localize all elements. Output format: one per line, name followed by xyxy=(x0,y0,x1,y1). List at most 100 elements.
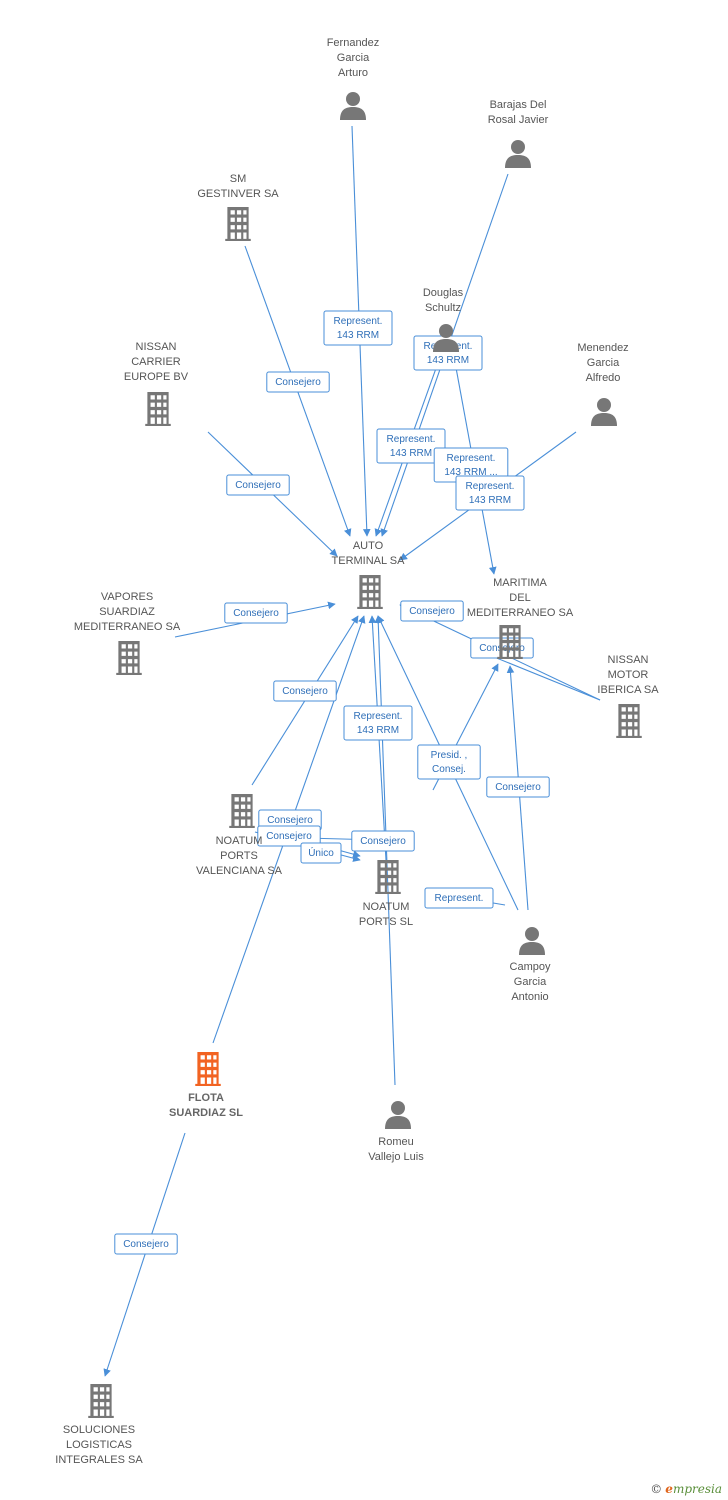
edge-label-box xyxy=(266,371,330,393)
edge-label[interactable]: Consejero xyxy=(226,474,290,496)
node-nissan-carrier[interactable]: NISSAN CARRIER EUROPE BV xyxy=(124,341,189,426)
edge-label-box xyxy=(224,602,288,624)
edge-label-box xyxy=(376,428,446,464)
edge-label[interactable]: Consejero xyxy=(257,825,321,847)
edge-label[interactable]: Represent. 143 RRM xyxy=(376,428,446,464)
edge-label[interactable]: Presid. ,Consej. xyxy=(417,744,481,780)
node-label: MEDITERRANEO SA xyxy=(74,621,181,633)
building-icon xyxy=(195,1052,221,1086)
brand-name: mpresia xyxy=(672,1482,722,1496)
edge-label-text: 143 RRM xyxy=(337,330,379,341)
node-label: NOATUM xyxy=(216,835,263,847)
node-label: Rosal Javier xyxy=(488,114,549,126)
edge-label-text: 143 RRM xyxy=(469,495,511,506)
edge-label-box xyxy=(343,705,413,741)
node-label: EUROPE BV xyxy=(124,371,189,383)
node-label: Barajas Del xyxy=(490,99,547,111)
edge-label-text: Consejero xyxy=(267,815,313,826)
person-icon xyxy=(340,92,366,120)
edge-label-box xyxy=(323,310,393,346)
node-noatum-sl[interactable]: NOATUM PORTS SL xyxy=(359,860,413,928)
edge-label-box xyxy=(424,887,494,909)
node-label: CARRIER xyxy=(131,356,181,368)
node-label: PORTS SL xyxy=(359,916,413,928)
edge-label[interactable]: Consejero xyxy=(400,600,464,622)
building-icon xyxy=(357,575,383,609)
node-auto-terminal[interactable]: AUTO TERMINAL SA xyxy=(332,540,406,609)
node-label: SUARDIAZ xyxy=(99,606,155,618)
edge-label-text: 143 RRM xyxy=(390,448,432,459)
edge-label[interactable]: Represent. xyxy=(424,887,494,909)
edge-label[interactable]: Represent.143 RRM xyxy=(343,705,413,741)
node-label: Douglas xyxy=(423,287,464,299)
edge-labels-layer: Represent.143 RRMConsejeroRepresent.143 … xyxy=(114,310,550,1255)
node-label: AUTO xyxy=(353,540,384,552)
node-label: MEDITERRANEO SA xyxy=(467,607,574,619)
node-label: VAPORES xyxy=(101,591,153,603)
building-icon xyxy=(225,207,251,241)
node-label: NISSAN xyxy=(136,341,177,353)
edge-label-box xyxy=(400,600,464,622)
edge-label-text: Represent. xyxy=(354,711,403,722)
edge-label-text: Consejero xyxy=(495,782,541,793)
edge-label-text: Consej. xyxy=(432,764,466,775)
node-label: Garcia xyxy=(587,357,620,369)
edge-label-box xyxy=(114,1233,178,1255)
edge-label[interactable]: Consejero xyxy=(224,602,288,624)
building-icon xyxy=(229,794,255,828)
node-label: LOGISTICAS xyxy=(66,1439,132,1451)
node-label: FLOTA xyxy=(188,1092,224,1104)
edge-label-text: Consejero xyxy=(235,480,281,491)
edge-label-text: Represent. xyxy=(387,434,436,445)
node-label: Alfredo xyxy=(586,372,621,384)
edge-label-text: Represent. xyxy=(435,893,484,904)
edge-label-text: Consejero xyxy=(275,377,321,388)
edge-label-box xyxy=(226,474,290,496)
node-vapores[interactable]: VAPORES SUARDIAZ MEDITERRANEO SA xyxy=(74,591,181,675)
node-label: Romeu xyxy=(378,1136,413,1148)
edge-label-text: Único xyxy=(308,846,334,859)
edge-label-box xyxy=(300,842,342,864)
node-label: MOTOR xyxy=(608,669,649,681)
edge-label[interactable]: Represent. 143 RRM xyxy=(455,475,525,511)
node-label: VALENCIANA SA xyxy=(196,865,283,877)
edge-label[interactable]: Represent.143 RRM xyxy=(323,310,393,346)
edge-label-text: Consejero xyxy=(233,608,279,619)
brand-initial: e xyxy=(665,1482,673,1496)
empresia-watermark: ©empresia xyxy=(650,1482,722,1496)
node-label: TERMINAL SA xyxy=(332,555,406,567)
edge-label[interactable]: Consejero xyxy=(114,1233,178,1255)
node-label: Fernandez xyxy=(327,37,380,49)
edge-label-text: Consejero xyxy=(266,831,312,842)
edge-label[interactable]: Consejero xyxy=(351,830,415,852)
edge-label[interactable]: Consejero xyxy=(273,680,337,702)
edge-label[interactable]: Único xyxy=(300,842,342,864)
edge-label[interactable]: Consejero xyxy=(486,776,550,798)
node-label: Garcia xyxy=(337,52,370,64)
node-label: Campoy xyxy=(510,961,551,973)
edge-label-text: Represent. xyxy=(466,481,515,492)
node-label: NISSAN xyxy=(608,654,649,666)
person-icon xyxy=(591,398,617,426)
node-label: GESTINVER SA xyxy=(197,188,279,200)
node-label: Arturo xyxy=(338,67,368,79)
building-icon xyxy=(145,392,171,426)
edge-label-text: Consejero xyxy=(123,1239,169,1250)
edge-label-box xyxy=(486,776,550,798)
edge-label[interactable]: Consejero xyxy=(266,371,330,393)
node-label: NOATUM xyxy=(363,901,410,913)
node-label: Schultz xyxy=(425,302,461,314)
